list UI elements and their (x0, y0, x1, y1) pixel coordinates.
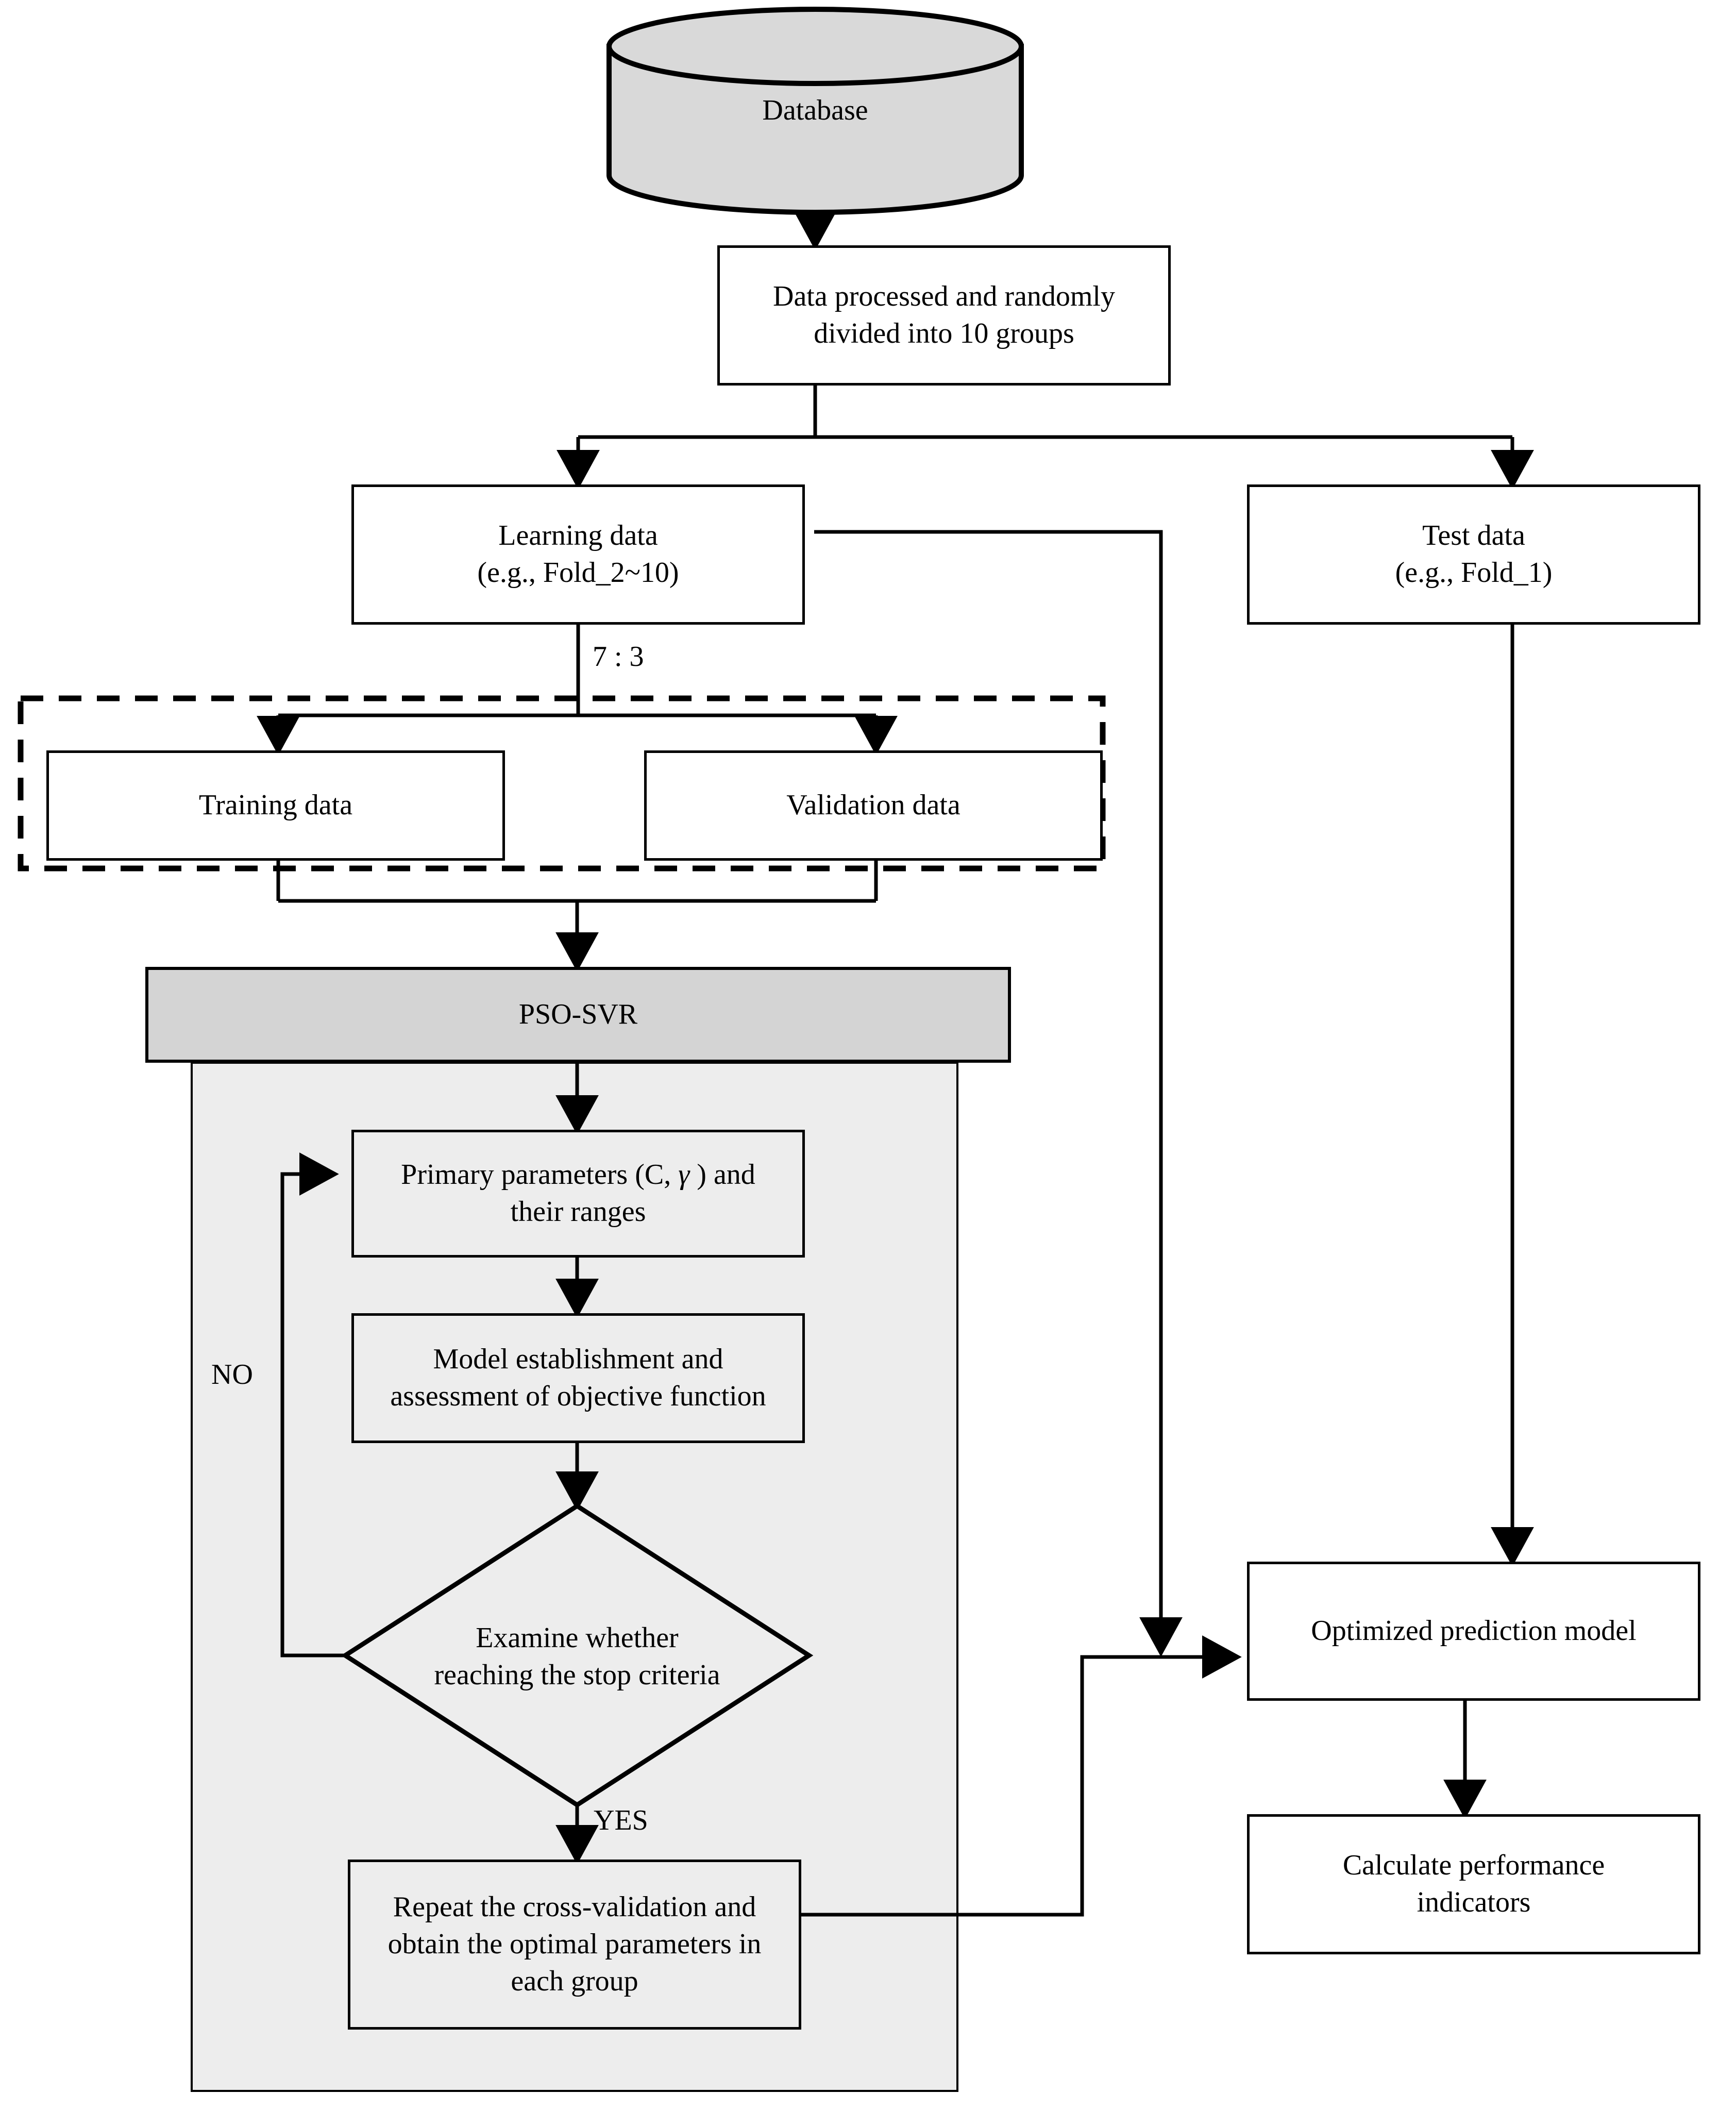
node-primary-parameters[interactable]: Primary parameters (C, γ ) and their ran… (351, 1130, 805, 1258)
primary-parameters-line1-suffix: ) and (689, 1159, 755, 1191)
node-stop-criteria[interactable]: Examine whether reaching the stop criter… (381, 1598, 773, 1716)
stop-criteria-line2: reaching the stop criteria (434, 1659, 720, 1691)
node-model-establishment[interactable]: Model establishment and assessment of ob… (351, 1313, 805, 1443)
node-data-processed[interactable]: Data processed and randomly divided into… (717, 245, 1171, 386)
learning-data-line2: (e.g., Fold_2~10) (477, 557, 679, 589)
validation-data-label: Validation data (786, 789, 960, 822)
optimized-model-label: Optimized prediction model (1311, 1615, 1637, 1647)
node-test-data[interactable]: Test data (e.g., Fold_1) (1247, 484, 1700, 625)
repeat-cv-line1: Repeat the cross-validation and (393, 1891, 756, 1923)
test-data-line2: (e.g., Fold_1) (1395, 557, 1553, 589)
node-pso-svr[interactable]: PSO-SVR (145, 967, 1011, 1063)
data-processed-line2: divided into 10 groups (814, 317, 1074, 349)
primary-parameters-line2: their ranges (510, 1196, 646, 1228)
model-establishment-line1: Model establishment and (433, 1343, 723, 1376)
node-validation-data[interactable]: Validation data (644, 750, 1103, 861)
calculate-performance-line1: Calculate performance (1342, 1849, 1605, 1882)
node-training-data[interactable]: Training data (46, 750, 505, 861)
label-decision-yes: YES (594, 1804, 648, 1836)
training-data-label: Training data (198, 789, 353, 822)
node-calculate-performance[interactable]: Calculate performance indicators (1247, 1814, 1700, 1954)
primary-parameters-line1: Primary parameters (C, γ ) and (401, 1157, 755, 1194)
pso-svr-label: PSO-SVR (518, 998, 638, 1031)
label-split-ratio: 7 : 3 (593, 641, 644, 673)
node-repeat-cross-validation[interactable]: Repeat the cross-validation and obtain t… (348, 1860, 801, 2030)
edge-repeat-to-optimized (801, 1635, 1242, 1917)
edge-learning-to-optimized (814, 530, 1183, 1657)
label-decision-no: NO (211, 1359, 253, 1391)
database-label: Database (762, 94, 868, 126)
repeat-cv-line3: each group (511, 1965, 638, 1997)
repeat-cv-line2: obtain the optimal parameters in (387, 1928, 762, 1961)
node-optimized-prediction-model[interactable]: Optimized prediction model (1247, 1562, 1700, 1701)
model-establishment-line2: assessment of objective function (390, 1380, 766, 1412)
learning-data-line1: Learning data (498, 520, 658, 552)
test-data-line1: Test data (1422, 520, 1525, 552)
node-learning-data[interactable]: Learning data (e.g., Fold_2~10) (351, 484, 805, 625)
calculate-performance-line2: indicators (1417, 1886, 1531, 1918)
gamma-symbol: γ (678, 1159, 690, 1191)
data-processed-line1: Data processed and randomly (773, 280, 1115, 313)
edge-decision-no-feedback (280, 1152, 345, 1657)
stop-criteria-line1: Examine whether (476, 1622, 679, 1654)
primary-parameters-line1-prefix: Primary parameters (C, (401, 1159, 679, 1191)
